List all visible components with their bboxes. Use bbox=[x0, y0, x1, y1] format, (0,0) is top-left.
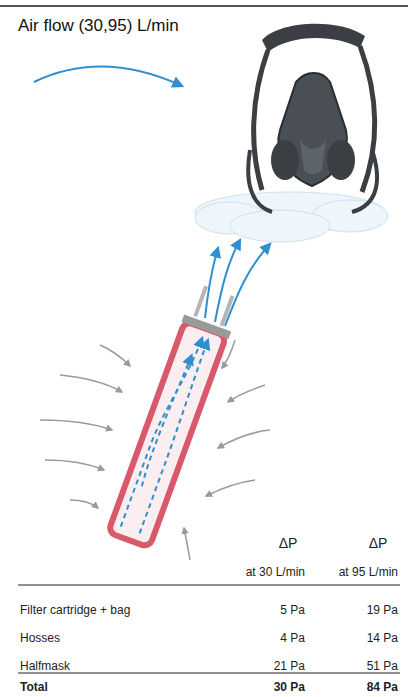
column-header: ΔP bbox=[369, 536, 388, 550]
table-cell: 51 Pa bbox=[367, 659, 398, 673]
air-arrow bbox=[34, 67, 182, 86]
table-cell: 84 Pa bbox=[367, 680, 398, 694]
table-cell: Total bbox=[20, 680, 48, 694]
frame-line bbox=[0, 5, 408, 7]
title: Air flow (30,95) L/min bbox=[18, 16, 179, 36]
table-cell: 14 Pa bbox=[367, 631, 398, 645]
table-cell: 19 Pa bbox=[367, 603, 398, 617]
table-cell: Halfmask bbox=[20, 659, 70, 673]
table-cell: 21 Pa bbox=[274, 659, 305, 673]
air-cloud bbox=[195, 192, 388, 242]
flow-arrows bbox=[205, 240, 270, 326]
column-header: at 30 L/min bbox=[246, 565, 305, 579]
table-cell: Filter cartridge + bag bbox=[20, 603, 130, 617]
table-cell: 5 Pa bbox=[280, 603, 305, 617]
column-header: at 95 L/min bbox=[339, 565, 398, 579]
table-rule bbox=[18, 585, 400, 586]
inflow-arrows bbox=[40, 340, 270, 560]
table-rule bbox=[18, 673, 400, 674]
half-mask bbox=[248, 24, 377, 212]
column-header: ΔP bbox=[279, 536, 298, 550]
table-cell: 4 Pa bbox=[280, 631, 305, 645]
filter-bag bbox=[105, 282, 243, 548]
table-cell: Hosses bbox=[20, 631, 60, 645]
table-cell: 30 Pa bbox=[274, 680, 305, 694]
